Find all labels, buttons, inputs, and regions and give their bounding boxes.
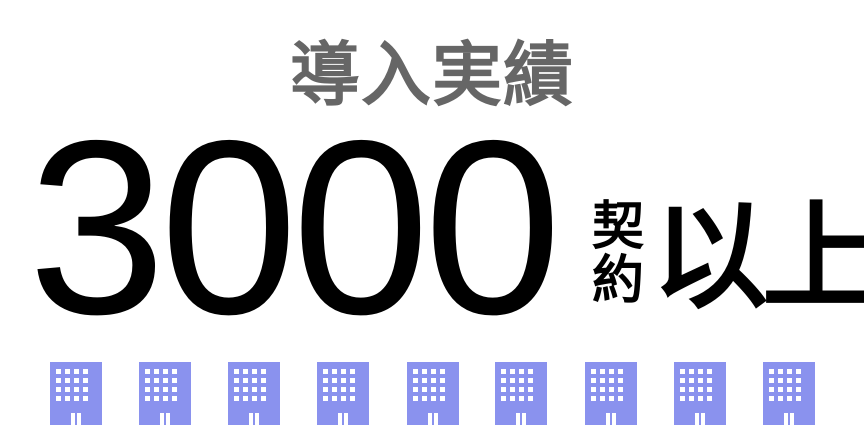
unit-label-bottom: 約 <box>591 251 644 311</box>
section-title: 導入実績 <box>290 34 574 116</box>
building-icon <box>317 362 369 425</box>
contract-count: 3000 <box>28 88 562 366</box>
building-icon <box>495 362 547 425</box>
building-icon <box>763 362 815 425</box>
building-icon-row <box>0 362 864 426</box>
building-icon <box>674 362 726 425</box>
building-icon <box>407 362 459 425</box>
building-icon <box>228 362 280 425</box>
unit-label-top: 契 <box>591 197 644 257</box>
unit-label-stacked: 契 約 <box>590 200 646 308</box>
unit-label-large: 以上 <box>652 190 864 325</box>
building-icon <box>139 362 191 425</box>
building-icon <box>585 362 637 425</box>
building-icon <box>50 362 102 425</box>
